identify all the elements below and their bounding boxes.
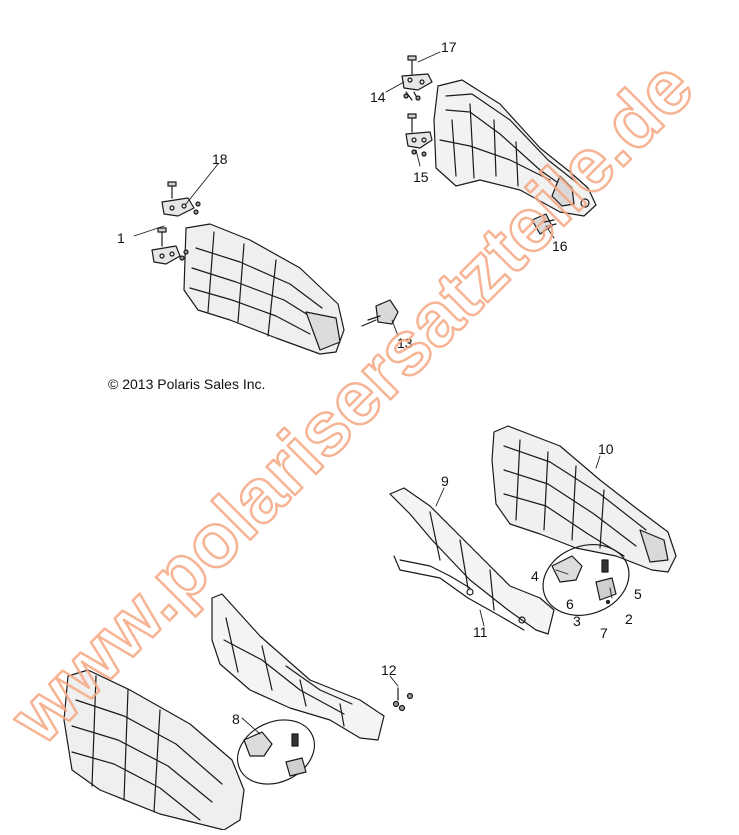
callout-8: 8: [232, 711, 240, 727]
callout-11: 11: [473, 624, 488, 640]
callout-13: 13: [397, 335, 413, 351]
upper-hinge-18: [161, 181, 201, 217]
callout-1: 1: [117, 230, 125, 246]
callout-16: 16: [552, 238, 568, 254]
callout-14: 14: [370, 89, 386, 105]
callout-15: 15: [413, 169, 429, 185]
callout-7: 7: [600, 625, 608, 641]
callout-5: 5: [634, 586, 642, 602]
bolt-set-12: [392, 687, 414, 712]
callout-10: 10: [598, 441, 614, 457]
callout-6: 6: [566, 596, 574, 612]
upper-hinge-1: [151, 227, 189, 265]
inner-frame-9: [389, 487, 555, 635]
upper-latch-16: [531, 213, 557, 235]
upper-door-frame: [433, 79, 597, 217]
callout-2: 2: [625, 611, 633, 627]
latch-detail-group: [542, 544, 630, 616]
upper-hinge-17: [401, 55, 433, 101]
callout-4: 4: [531, 568, 539, 584]
lower-inner-frame: [211, 593, 385, 741]
upper-latch-13: [361, 299, 399, 327]
callout-18: 18: [212, 151, 228, 167]
upper-door-panel: [183, 223, 345, 355]
copyright-notice: © 2013 Polaris Sales Inc.: [108, 376, 266, 392]
callout-9: 9: [441, 473, 449, 489]
leader-lines: [133, 51, 613, 735]
outer-panel-10: [491, 425, 677, 573]
callout-3: 3: [573, 613, 581, 629]
callout-17: 17: [441, 39, 457, 55]
lower-latch-detail: [236, 719, 316, 785]
upper-hinge-15: [405, 113, 433, 157]
callout-12: 12: [381, 662, 397, 678]
lower-door-panel: [63, 669, 245, 831]
